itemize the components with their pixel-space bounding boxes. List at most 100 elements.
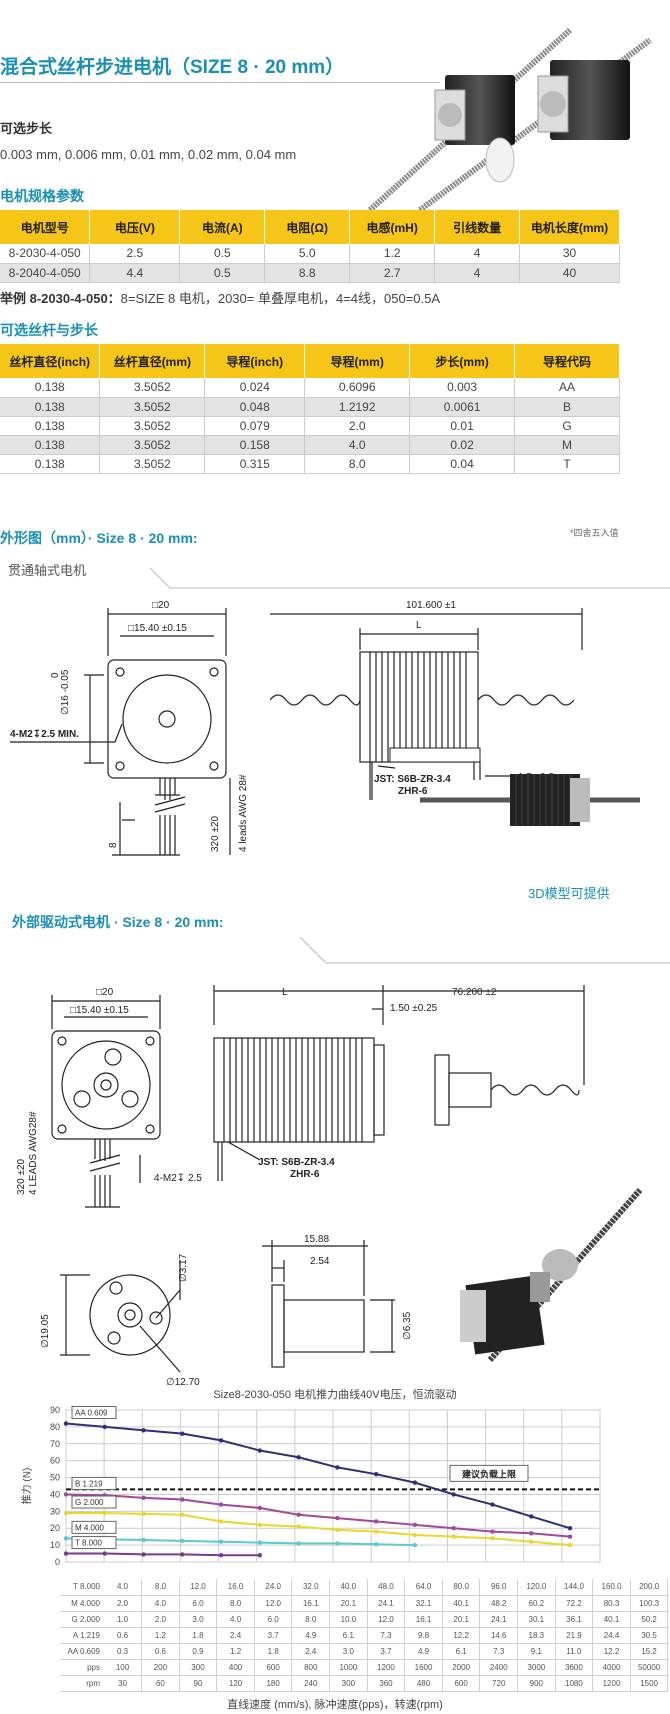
table-cell: G	[514, 416, 620, 436]
table-cell: 48.0	[367, 1579, 406, 1596]
y-tick-label: 0	[55, 1557, 60, 1567]
data-point	[529, 1514, 534, 1519]
table-cell: T	[514, 454, 620, 474]
data-point	[257, 1448, 263, 1453]
table-cell: 50.2	[630, 1611, 669, 1628]
data-point	[335, 1515, 340, 1521]
table-cell: 0.138	[0, 378, 101, 398]
page-title: 混合式丝杆步进电机（SIZE 8 · 20 mm）	[0, 57, 345, 78]
table-cell: 18.3	[517, 1627, 556, 1644]
table-cell: 0.6	[141, 1643, 180, 1660]
dim-awg: 4 leads AWG 28#	[238, 774, 249, 852]
title-divider	[0, 82, 440, 83]
row-label: pps	[60, 1659, 104, 1676]
data-point	[102, 1510, 107, 1516]
table-cell: 6.1	[442, 1643, 481, 1660]
column-header: 丝杆直径(inch)	[0, 344, 101, 378]
data-point	[63, 1510, 69, 1516]
table-cell: 0.5	[179, 244, 266, 264]
external-drive-heading: 外部驱动式电机 · Size 8 · 20 mm:	[12, 914, 224, 930]
column-header: 导程代码	[514, 344, 620, 378]
table-cell: AA	[514, 378, 620, 398]
example-text: 8=SIZE 8 电机，2030= 单叠厚电机，4=4线，050=0.5A	[120, 291, 441, 306]
chart-title: Size8-2030-050 电机推力曲线40V电压，恒流驱动	[213, 1387, 456, 1401]
table-cell: 48.2	[479, 1595, 519, 1612]
y-tick-label: 80	[50, 1422, 60, 1432]
y-tick-label: 40	[50, 1489, 60, 1499]
table-cell: 1.0	[104, 1611, 143, 1628]
table-cell: 0.024	[204, 378, 306, 398]
dim-m2: 4-M2↧2.5 MIN.	[10, 729, 79, 740]
table-cell: 72.2	[555, 1595, 594, 1612]
data-point	[335, 1527, 340, 1533]
dim-square-1540: □15.40 ±0.15	[128, 623, 187, 634]
data-point	[102, 1424, 107, 1430]
data-point	[373, 1471, 379, 1477]
table-row: 0.138 3.5052 0.024 0.6096 0.003 AA	[0, 378, 620, 398]
example-label: 举例 8-2030-4-050：	[0, 291, 121, 306]
table-cell: 0.315	[204, 454, 306, 474]
table-cell: 8.8	[264, 263, 351, 283]
table-cell: 4	[434, 244, 521, 264]
table-header-row: 丝杆直径(inch) 丝杆直径(mm) 导程(inch) 导程(mm) 步长(m…	[0, 344, 620, 378]
column-header: 电流(A)	[179, 210, 266, 244]
table-cell: 6.0	[254, 1611, 293, 1628]
table-cell: 12.0	[254, 1595, 293, 1612]
table-cell: 3.0	[329, 1643, 368, 1660]
table-cell: 2000	[442, 1659, 481, 1676]
series-line	[65, 1422, 571, 1530]
external-front-view: □20 □15.40 ±0.15 320 ±20 4 LEADS AWG28# …	[16, 987, 202, 1208]
through-shaft-label: 贯通轴式电机	[8, 563, 87, 578]
table-cell: 10.0	[329, 1611, 368, 1628]
series-label: AA 0.609	[75, 1409, 108, 1418]
table-cell: 80.3	[592, 1595, 631, 1612]
data-point	[296, 1455, 301, 1460]
data-point	[141, 1428, 146, 1433]
dim-jst-ext: JST: S6B-ZR-3.4	[258, 1157, 335, 1168]
table-cell: 360	[367, 1675, 406, 1692]
table-cell: 120	[216, 1675, 255, 1692]
y-tick-label: 10	[50, 1540, 60, 1550]
dim-zhr: ZHR-6	[398, 786, 428, 797]
table-cell: 2.0	[304, 416, 411, 436]
table-cell: 0.5	[179, 263, 266, 283]
data-point	[412, 1532, 418, 1538]
series-label-box	[71, 1495, 117, 1509]
table-cell: 1500	[630, 1675, 669, 1692]
column-header: 电机长度(mm)	[519, 210, 620, 244]
table-cell: 120.0	[517, 1579, 556, 1596]
column-header: 导程(mm)	[304, 344, 411, 378]
table-cell: 0.138	[0, 416, 101, 436]
table-row: 0.138 3.5052 0.048 1.2192 0.0061 B	[0, 397, 620, 417]
data-point	[218, 1519, 224, 1524]
table-cell: 60	[141, 1675, 180, 1692]
table-cell: 480	[404, 1675, 443, 1692]
data-point	[451, 1492, 456, 1497]
table-cell: 4.0	[141, 1595, 180, 1612]
table-cell: 24.1	[367, 1595, 406, 1612]
data-point	[373, 1519, 379, 1524]
table-cell: B	[514, 397, 620, 417]
table-cell: 200	[141, 1659, 180, 1676]
table-cell: 2.4	[291, 1643, 331, 1660]
data-point	[490, 1536, 495, 1541]
table-cell: 20.1	[442, 1611, 481, 1628]
table-cell: 16.1	[404, 1611, 443, 1628]
load-limit-label: 建议负载上限	[462, 1468, 517, 1479]
table-cell: 1.8	[179, 1627, 218, 1644]
motor-3d-render-ext	[460, 1188, 643, 1362]
table-cell: 4.0	[216, 1611, 255, 1628]
product-image	[367, 27, 652, 213]
table-cell: 4.9	[404, 1643, 443, 1660]
table-cell: 600	[442, 1675, 481, 1692]
table-cell: 1.2	[349, 244, 436, 264]
data-point	[63, 1551, 69, 1556]
table-cell: M	[514, 435, 620, 455]
table-cell: 12.0	[179, 1579, 218, 1596]
y-axis-label: 推力 (N)	[20, 1468, 33, 1505]
y-tick-label: 70	[50, 1439, 60, 1449]
motor-3d-render	[420, 774, 640, 826]
table-row: 8-2040-4-050 4.4 0.5 8.8 2.7 4 40	[0, 263, 620, 283]
data-point	[141, 1552, 146, 1557]
